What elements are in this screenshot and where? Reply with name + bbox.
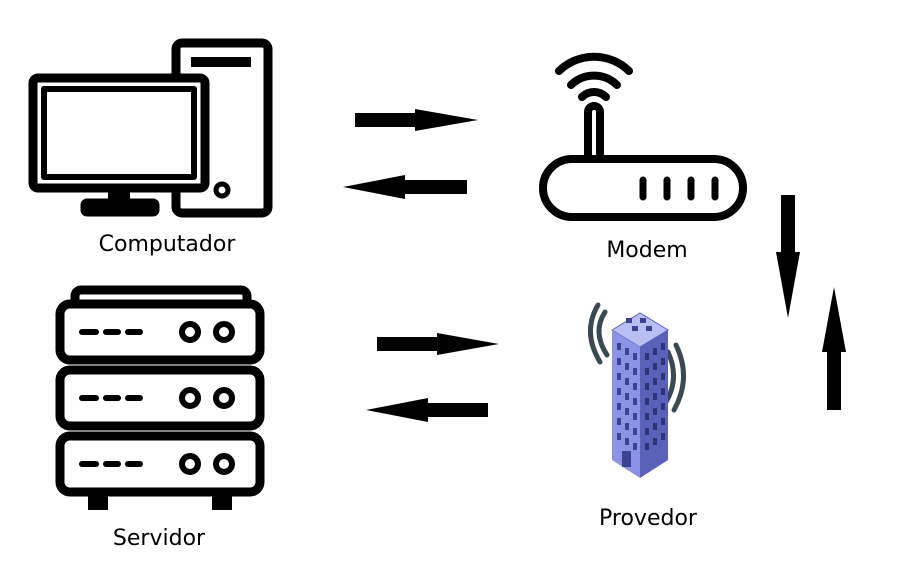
computer-label: Computador (99, 232, 237, 257)
arrow-modem-to-provider (776, 195, 800, 318)
arrow-modem-to-computer (343, 175, 467, 199)
wifi-router-icon (539, 52, 747, 221)
desktop-computer-icon (28, 38, 273, 218)
building-antenna-icon (588, 302, 687, 478)
modem-label: Modem (606, 238, 687, 263)
server-label: Servidor (113, 526, 206, 551)
server-rack-icon (55, 285, 265, 510)
provider-label: Provedor (599, 506, 698, 531)
arrow-server-to-provider (377, 333, 499, 355)
arrow-provider-to-modem (822, 287, 846, 410)
arrow-provider-to-server (366, 398, 488, 422)
arrow-computer-to-modem (355, 109, 478, 131)
